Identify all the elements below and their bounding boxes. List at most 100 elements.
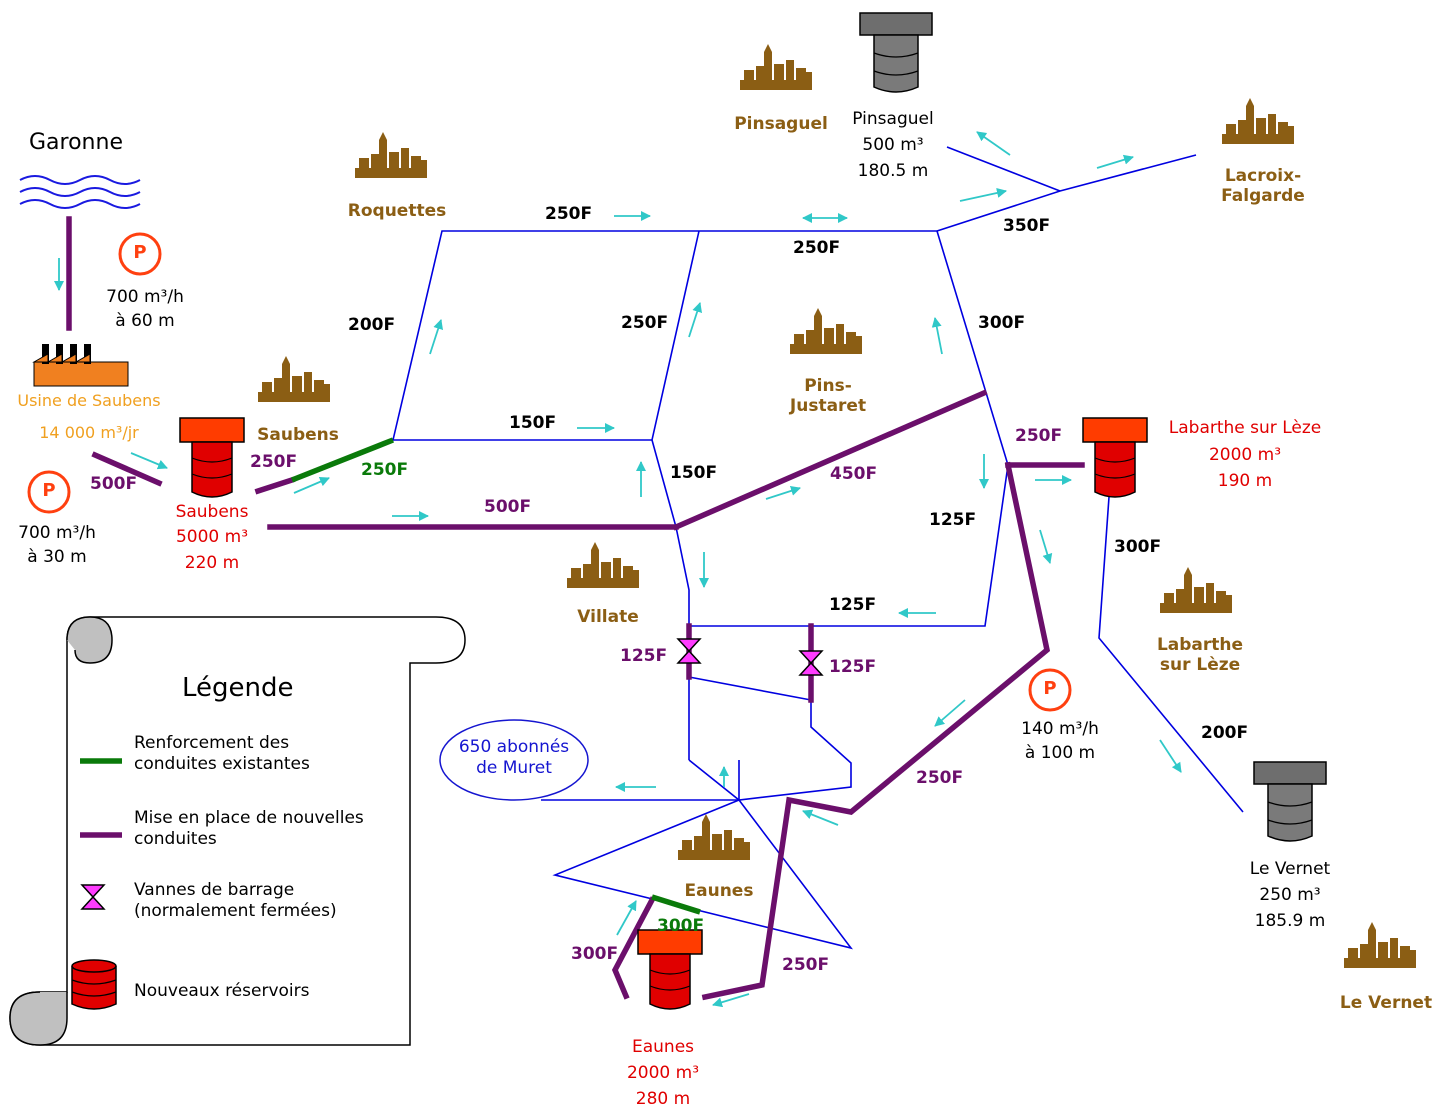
reservoir-le-vernet-altitude: 185.9 m <box>1254 911 1326 931</box>
pipe-label-500f-main: 500F <box>484 497 532 517</box>
pipe-vernet <box>1098 496 1244 813</box>
flow-arrow <box>712 993 750 1008</box>
town-icon-labarthe <box>1160 567 1232 613</box>
pump-1-flow: 700 m³/h <box>106 287 184 307</box>
pipe-label-200f-vernet: 200F <box>1201 723 1249 743</box>
town-eaunes: Eaunes <box>684 881 754 901</box>
reservoir-icon-labarthe <box>1082 417 1148 498</box>
town-labarthe: Labarthe sur Lèze <box>1156 635 1244 675</box>
pipe-label-150f-b: 150F <box>670 463 718 483</box>
river-garonne-icon <box>19 175 141 209</box>
legend-item-new-pipes: Mise en place de nouvelles conduites <box>134 808 364 850</box>
plant-capacity: 14 000 m³/jr <box>39 423 139 442</box>
pump-1-head: à 60 m <box>115 311 175 331</box>
pipe-label-125f-mid: 125F <box>829 595 877 615</box>
river-label: Garonne <box>29 130 123 155</box>
reservoir-icon-eaunes <box>637 929 703 1010</box>
reservoir-pinsaguel-volume: 500 m³ <box>862 135 924 155</box>
legend-reservoir-icon <box>71 959 117 1010</box>
water-plant-icon <box>32 344 129 387</box>
flow-arrow <box>293 476 330 494</box>
pipe-label-125f-valve2: 125F <box>829 657 877 677</box>
muret-ellipse <box>439 719 589 801</box>
pump-2-flow: 700 m³/h <box>18 523 96 543</box>
pipe-valve-loop <box>688 676 852 801</box>
pipe-label-250f-green: 250F <box>361 460 409 480</box>
town-icon-roquettes <box>355 132 427 178</box>
town-icon-pinsaguel <box>740 44 812 90</box>
pump-3-head: à 100 m <box>1024 743 1096 763</box>
flow-arrow <box>1039 529 1053 564</box>
pipe-roquettes <box>392 230 937 441</box>
pipe-label-150f-a: 150F <box>509 413 557 433</box>
reservoir-le-vernet-name: Le Vernet <box>1249 859 1331 879</box>
pipe-label-250f-eaunes: 250F <box>782 955 830 975</box>
town-villate: Villate <box>577 607 639 627</box>
pipe-label-250f-down: 250F <box>916 768 964 788</box>
pipe-pinsaguel <box>936 154 1197 232</box>
town-pins-justaret: Pins- Justaret <box>789 376 867 416</box>
pump-symbol-1: P <box>133 242 147 263</box>
flow-arrows <box>54 131 1182 1008</box>
plant-name: Usine de Saubens <box>17 391 161 410</box>
pipe-label-250f-top2: 250F <box>793 238 841 258</box>
town-icon-lacroix <box>1222 98 1294 144</box>
reservoir-eaunes-altitude: 280 m <box>635 1089 691 1109</box>
pipe-mid-vertical <box>651 230 700 760</box>
reservoir-le-vernet-volume: 250 m³ <box>1259 885 1321 905</box>
flow-arrow <box>1159 739 1182 773</box>
pipe-label-500f-left: 500F <box>90 474 138 494</box>
town-icon-pins-justaret <box>790 308 862 354</box>
reservoir-labarthe-altitude: 190 m <box>1217 471 1273 491</box>
pipe-label-250f-mid: 250F <box>621 313 669 333</box>
pump-3-flow: 140 m³/h <box>1021 719 1099 739</box>
pipe-250f-green <box>290 437 395 483</box>
flow-arrow <box>130 452 168 470</box>
pipe-label-300f-labarthe: 300F <box>1114 537 1162 557</box>
pipe-eaunes-triangle <box>552 799 854 950</box>
reservoir-saubens-altitude: 220 m <box>184 553 240 573</box>
legend-item-reinforcement: Renforcement des conduites existantes <box>134 733 310 775</box>
flow-arrow <box>429 319 443 355</box>
valve-icon-2 <box>799 650 823 676</box>
town-roquettes: Roquettes <box>347 201 447 221</box>
pipe-label-125f-right: 125F <box>929 510 977 530</box>
reservoir-pinsaguel-name: Pinsaguel <box>852 109 934 129</box>
reservoir-pinsaguel-altitude: 180.5 m <box>857 161 929 181</box>
pipe-label-200f-roquettes: 200F <box>348 315 396 335</box>
valve-icon-1 <box>677 638 701 664</box>
legend-item-valves: Vannes de barrage (normalement fermées) <box>134 880 337 922</box>
flow-arrow <box>802 809 839 826</box>
town-lacroix-falgarde: Lacroix- Falgarde <box>1221 166 1305 206</box>
pipe-500f-left <box>91 451 163 487</box>
town-icon-villate <box>567 542 639 588</box>
flow-arrow <box>931 317 943 355</box>
flow-arrow <box>616 900 637 936</box>
town-icon-saubens <box>258 356 330 402</box>
reinforced-pipes <box>290 437 701 915</box>
pipe-right-vertical <box>689 230 1009 627</box>
flow-arrow <box>959 188 1007 202</box>
pipe-label-125f-valve1: 125F <box>620 646 668 666</box>
reservoir-saubens-volume: 5000 m³ <box>175 527 249 547</box>
town-icon-le-vernet <box>1344 922 1416 968</box>
town-pinsaguel: Pinsaguel <box>734 114 828 134</box>
pipe-label-300f-right: 300F <box>978 313 1026 333</box>
reservoir-labarthe-volume: 2000 m³ <box>1208 445 1282 465</box>
flow-arrow <box>976 131 1011 156</box>
pipe-300f-green <box>651 894 701 915</box>
reservoir-saubens-name: Saubens <box>175 502 249 522</box>
flow-arrow <box>765 486 801 500</box>
pipe-250f-down <box>701 461 1051 1001</box>
legend-title: Légende <box>182 673 294 703</box>
pipe-label-250f-top: 250F <box>545 204 593 224</box>
flow-arrow <box>1096 154 1134 169</box>
pipe-250f-saubens <box>254 476 296 495</box>
pipe-label-300f-eaunes: 300F <box>571 944 619 964</box>
flow-arrow <box>934 699 966 727</box>
legend-item-reservoirs: Nouveaux réservoirs <box>134 981 310 1001</box>
flow-arrow <box>688 302 702 338</box>
reservoir-icon-pinsaguel <box>859 12 933 93</box>
